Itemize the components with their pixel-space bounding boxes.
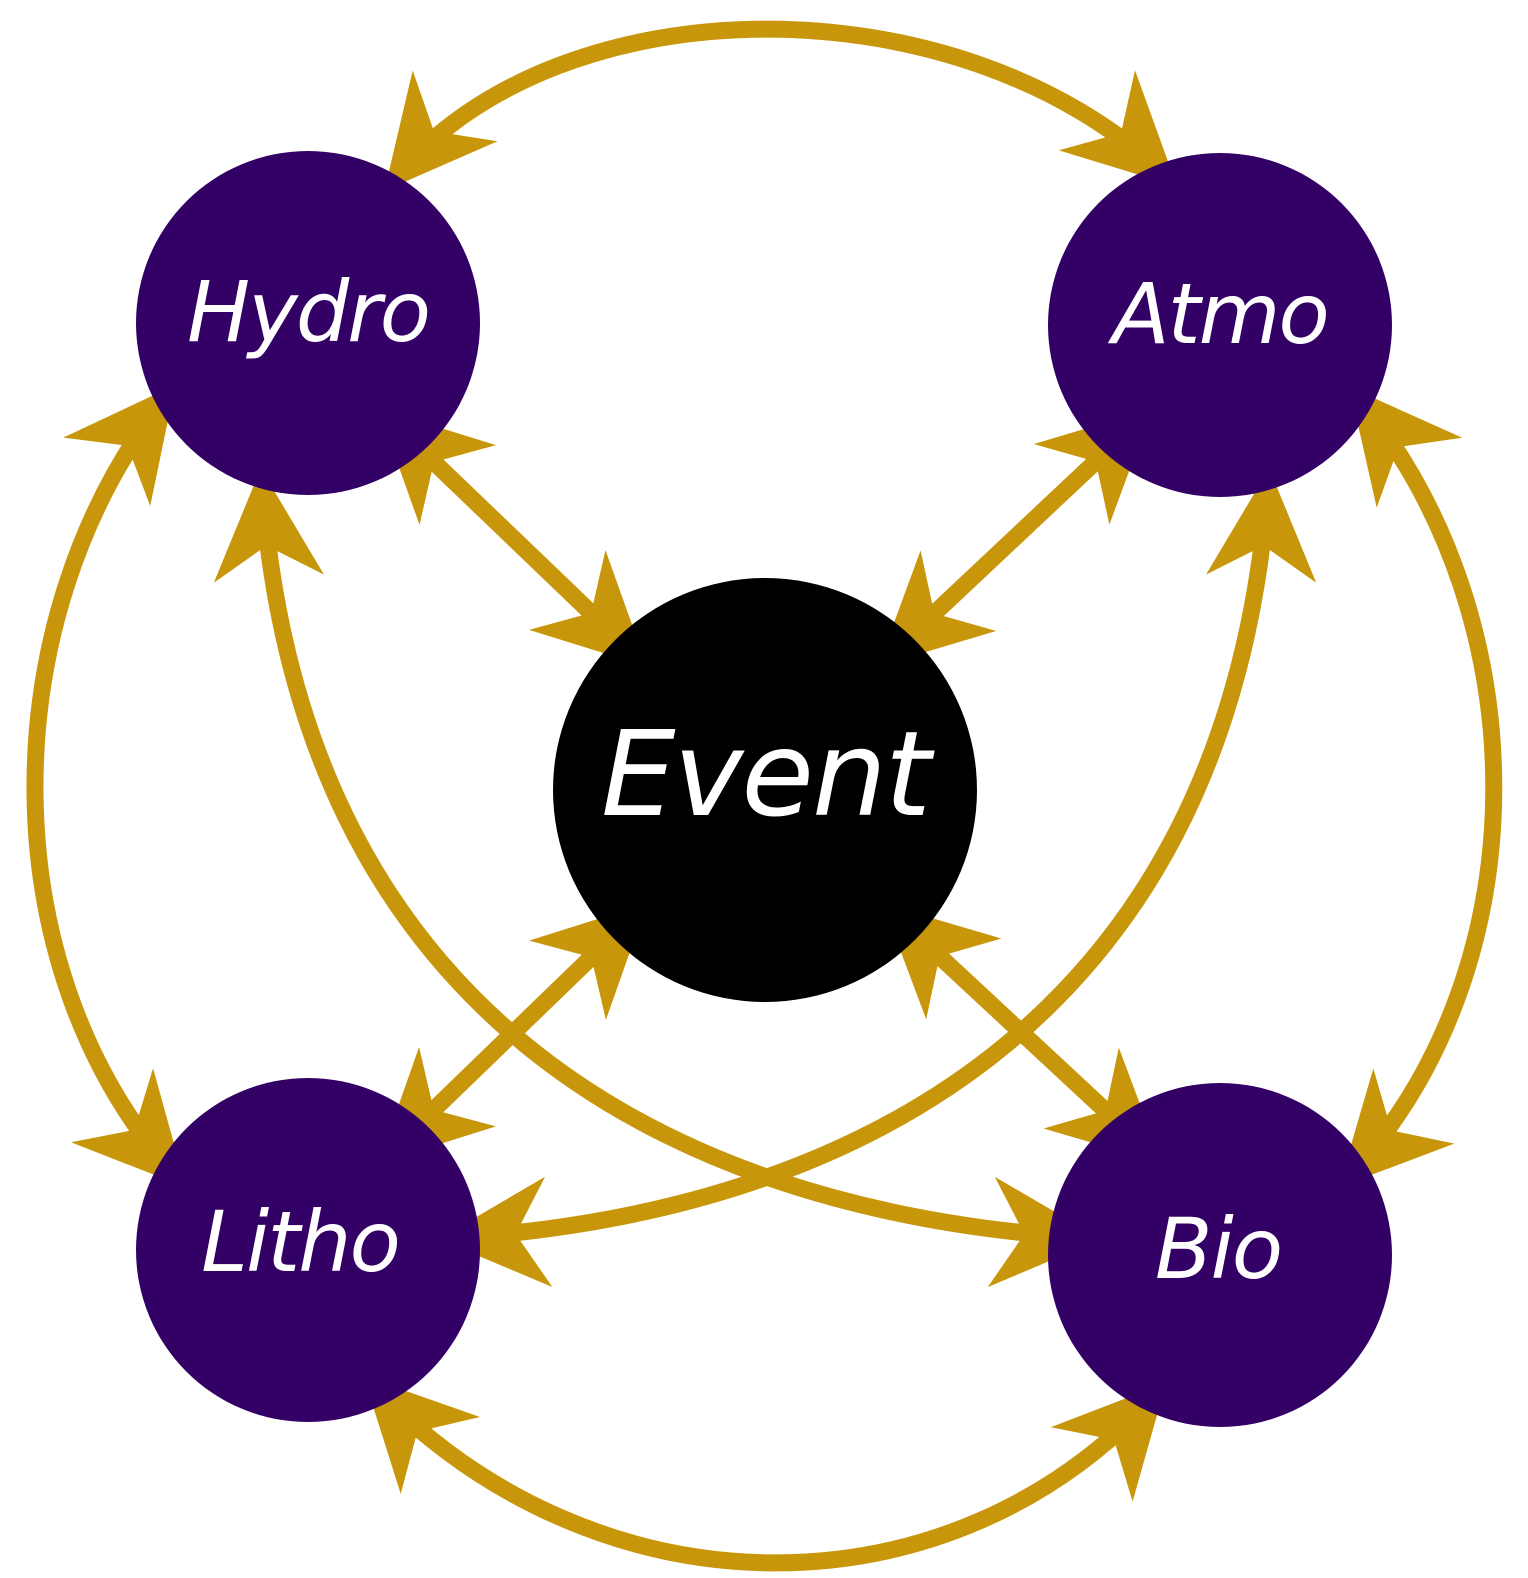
event-label: Event [601, 705, 935, 843]
arrows-group [26, 20, 1503, 1572]
bio-circle [1048, 1083, 1392, 1427]
event-circle [553, 578, 977, 1002]
arrow-hydro-atmo [384, 20, 1178, 191]
litho-label: Litho [201, 1193, 399, 1291]
arrow-atmo-bio [1338, 387, 1503, 1188]
arrow-litho-bio [363, 1376, 1167, 1572]
hydro-circle [136, 151, 480, 495]
node-litho: Litho [136, 1078, 480, 1422]
arrow-atmo-litho [438, 468, 1317, 1287]
arrow-hydro-event [378, 408, 647, 667]
atmo-label: Atmo [1107, 265, 1328, 363]
node-bio: Bio [1048, 1083, 1392, 1427]
hydro-label: Hydro [187, 263, 429, 361]
bio-label: Bio [1155, 1200, 1281, 1298]
atmo-circle [1048, 153, 1392, 497]
node-hydro: Hydro [136, 151, 480, 495]
litho-circle [136, 1078, 480, 1422]
node-event: Event [553, 578, 977, 1002]
node-atmo: Atmo [1048, 153, 1392, 497]
arrow-atmo-event [877, 408, 1153, 667]
arrow-hydro-litho [26, 384, 187, 1188]
